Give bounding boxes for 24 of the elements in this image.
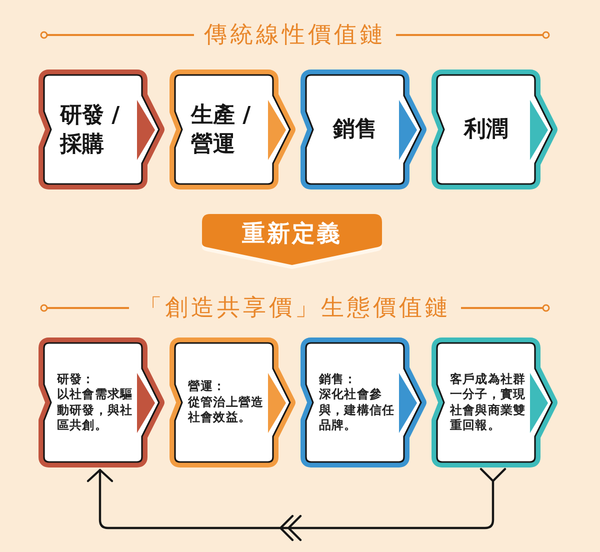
banner-label: 重新定義 <box>242 219 342 249</box>
chevron-step-box <box>300 337 428 468</box>
section-title: 「創造共享價」生態價值鏈 <box>139 294 451 322</box>
arrow-banner <box>202 214 382 270</box>
return-arrow <box>86 468 506 542</box>
chevron-step-box <box>38 69 166 190</box>
step-label: 銷售 <box>333 115 377 144</box>
chevron-step-box <box>169 69 297 190</box>
chevron-step-box <box>300 69 428 190</box>
step-heading: 營運： <box>188 379 226 395</box>
step-description: 深化社會參與，建構信任品牌。 <box>319 387 396 434</box>
section-title: 傳統線性價值鏈 <box>204 21 386 49</box>
chevron-step-box <box>431 337 559 468</box>
step-label: 利潤 <box>464 115 508 144</box>
step-heading: 銷售： <box>319 372 357 387</box>
step-description: 從管治上營造社會效益。 <box>188 394 265 426</box>
chevron-step-box <box>38 337 166 468</box>
step-label: 生產 /營運 <box>191 100 252 158</box>
step-description: 以社會需求驅動研發，與社區共創。 <box>57 387 134 434</box>
step-heading: 研發： <box>57 372 95 387</box>
step-label: 研發 /採購 <box>60 100 121 158</box>
chevron-step-box <box>431 69 559 190</box>
step-description: 客戶成為社群一分子，實現社會與商業雙重回報。 <box>450 372 527 434</box>
chevron-step-box <box>169 337 297 468</box>
